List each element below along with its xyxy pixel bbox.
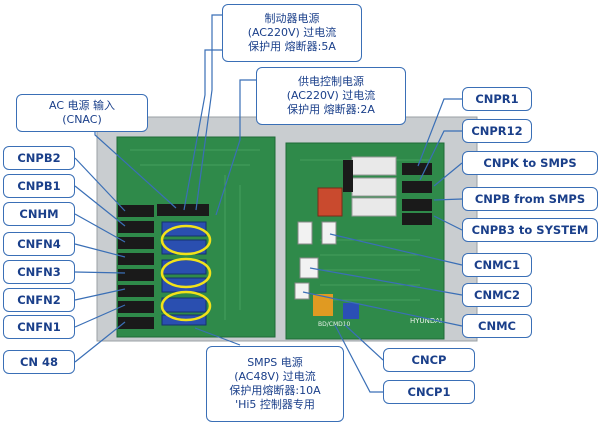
supply-control-line-2: (AC220V) 过电流 [286, 89, 376, 102]
label-smps-power: SMPS 电源 (AC48V) 过电流 保护用熔断器:10A 'Hi5 控制器专… [206, 346, 344, 422]
fuse-highlights [160, 224, 212, 322]
top-connector [157, 204, 209, 216]
label-cnmc2: CNMC2 [462, 283, 532, 307]
label-cnfn3: CNFN3 [3, 260, 75, 284]
label-ac-input: AC 电源 输入 (CNAC) [16, 94, 148, 132]
board-model: BD/CMD10 [318, 321, 351, 328]
label-cnpb1: CNPB1 [3, 174, 75, 198]
ac-input-line-2: (CNAC) [62, 113, 102, 126]
label-cnpr1: CNPR1 [462, 87, 532, 111]
smps-power-line-3: 保护用熔断器:10A [229, 384, 321, 397]
capacitor-blue [343, 303, 359, 319]
label-cnpb-from-smps: CNPB from SMPS [462, 187, 598, 211]
label-supply-control-power: 供电控制电源 (AC220V) 过电流 保护用 熔断器:2A [256, 67, 406, 125]
label-cn48: CN 48 [3, 350, 75, 374]
supply-control-line-1: 供电控制电源 [298, 75, 364, 88]
label-cnhm: CNHM [3, 202, 75, 226]
smps-power-line-1: SMPS 电源 [247, 356, 303, 369]
label-cnfn4: CNFN4 [3, 232, 75, 256]
smps-power-line-4: 'Hi5 控制器专用 [235, 398, 315, 411]
left-connectors [118, 205, 154, 329]
capacitor-orange [313, 294, 333, 316]
supply-control-line-3: 保护用 熔断器:2A [287, 103, 375, 116]
brake-power-line-2: (AC220V) 过电流 [247, 26, 337, 39]
relay-red [317, 187, 343, 217]
label-cnmc: CNMC [462, 314, 532, 338]
label-cnfn1: CNFN1 [3, 315, 75, 339]
smps-power-line-2: (AC48V) 过电流 [234, 370, 316, 383]
right-connectors [343, 160, 432, 225]
label-cncp1: CNCP1 [383, 380, 475, 404]
brake-power-line-1: 制动器电源 [264, 12, 320, 25]
label-cnfn2: CNFN2 [3, 288, 75, 312]
right-relays [351, 156, 397, 217]
board-brand: HYUNDAI [410, 317, 442, 325]
label-cncp: CNCP [383, 348, 475, 372]
right-white-connectors [294, 221, 337, 300]
label-brake-power: 制动器电源 (AC220V) 过电流 保护用 熔断器:5A [222, 4, 362, 62]
label-cnpb2: CNPB2 [3, 146, 75, 170]
brake-power-line-3: 保护用 熔断器:5A [248, 40, 336, 53]
label-cnpk-to-smps: CNPK to SMPS [462, 151, 598, 175]
label-cnmc1: CNMC1 [462, 253, 532, 277]
label-cnpb3-to-system: CNPB3 to SYSTEM [462, 218, 598, 242]
leader-lines [74, 14, 463, 393]
label-cnpr12: CNPR12 [462, 119, 532, 143]
ac-input-line-1: AC 电源 输入 [48, 99, 115, 112]
